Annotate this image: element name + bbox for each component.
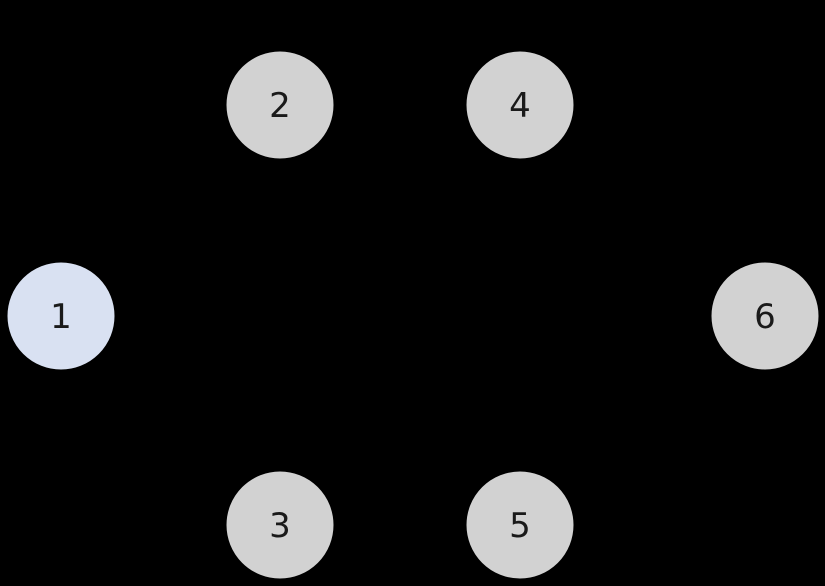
graph-node-2[interactable]: 2 [225, 50, 335, 160]
graph-node-circle-4[interactable] [465, 50, 575, 160]
graph-node-circle-5[interactable] [465, 470, 575, 580]
edge-layer [60, 104, 766, 526]
graph-node-circle-2[interactable] [225, 50, 335, 160]
graph-node-4[interactable]: 4 [465, 50, 575, 160]
graph-node-circle-1[interactable] [6, 261, 116, 371]
graph-node-3[interactable]: 3 [225, 470, 335, 580]
graph-node-circle-6[interactable] [710, 261, 820, 371]
graph-node-1[interactable]: 1 [6, 261, 116, 371]
node-layer: 12 3 4 5 6 [6, 50, 820, 580]
graph-node-5[interactable]: 5 [465, 470, 575, 580]
graph-node-circle-3[interactable] [225, 470, 335, 580]
graph-node-6[interactable]: 6 [710, 261, 820, 371]
